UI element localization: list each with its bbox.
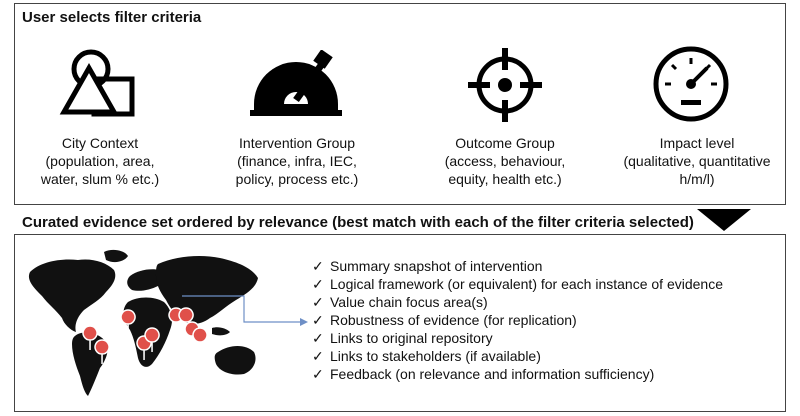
filter-criteria-panel [14,3,786,205]
crosshair-icon [468,48,542,122]
criteria-city-context: City Context (population, area, water, s… [40,135,160,187]
world-map-icon [28,249,258,396]
evidence-heading: Curated evidence set ordered by relevanc… [22,214,694,231]
criteria-outcome-group: Outcome Group (access, behaviour, equity… [444,135,566,187]
check-icon: ✓ [312,330,324,346]
connector-arrow [182,295,308,326]
lever-gauge-icon [250,50,342,116]
criteria-impact-level: Impact level (qualitative, quantitative … [623,135,771,187]
check-icon: ✓ [312,348,324,364]
down-arrow-icon [697,209,751,231]
list-item: ✓Robustness of evidence (for replication… [312,312,577,328]
check-icon: ✓ [312,366,324,382]
criteria-intervention-group: Intervention Group (finance, infra, IEC,… [235,135,359,187]
shapes-icon [59,49,135,117]
list-item: ✓Logical framework (or equivalent) for e… [312,276,723,292]
speedometer-icon [653,46,729,122]
list-item: ✓Value chain focus area(s) [312,294,488,310]
list-item: ✓Links to stakeholders (if available) [312,348,541,364]
evidence-list: ✓Summary snapshot of intervention ✓Logic… [312,257,770,383]
check-icon: ✓ [312,258,324,274]
list-item: ✓Feedback (on relevance and information … [312,366,655,382]
list-item: ✓Links to original repository [312,330,493,346]
check-icon: ✓ [312,276,324,292]
check-icon: ✓ [312,312,324,328]
filter-heading: User selects filter criteria [22,9,202,26]
check-icon: ✓ [312,294,324,310]
list-item: ✓Summary snapshot of intervention [312,258,543,274]
